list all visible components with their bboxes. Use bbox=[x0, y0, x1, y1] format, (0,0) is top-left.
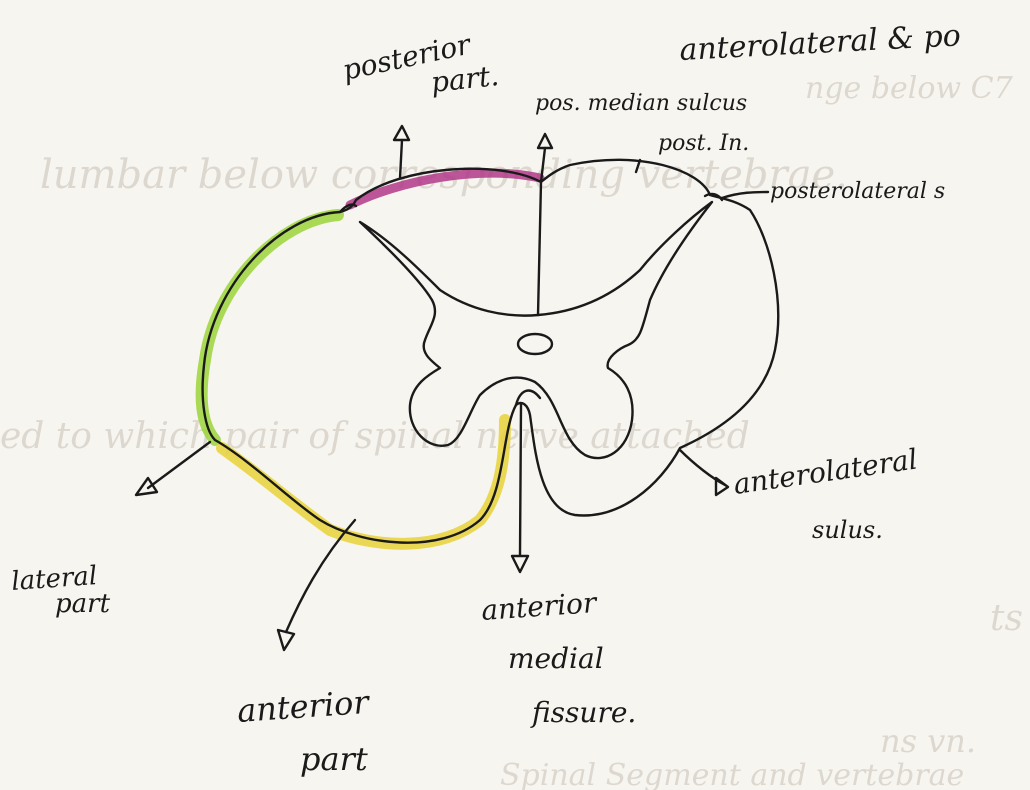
lateral-part-arrowhead bbox=[136, 478, 157, 495]
anterior-part-label: anterior part bbox=[236, 683, 372, 778]
anterolateral-top-label: anterolateral & po bbox=[679, 18, 962, 68]
posterior-median-sulcus-line bbox=[538, 182, 541, 315]
anterior-median-fissure-label-line2: medial bbox=[508, 642, 604, 675]
anterolateral-sulcus-arrowhead bbox=[716, 478, 728, 495]
anterior-part-label-line1: anterior bbox=[236, 683, 372, 730]
anterolateral-sulcus-label-line2: sulus. bbox=[812, 516, 883, 544]
posterior-part-label: posterior part. bbox=[340, 27, 501, 99]
lateral-part-highlight bbox=[202, 215, 338, 440]
bleed-line-3: ed to which pair of spinal nerve attache… bbox=[0, 416, 750, 457]
anterior-part-arrowhead bbox=[278, 630, 294, 650]
pos-median-sulcus-arrowhead bbox=[538, 134, 552, 148]
post-in-label: post. In. bbox=[658, 131, 749, 156]
anterolateral-sulcus-label-line1: anterolateral bbox=[731, 442, 919, 500]
anterior-median-fissure-arrowhead bbox=[512, 556, 528, 572]
central-canal bbox=[518, 334, 552, 354]
anterior-median-fissure-label-line1: anterior bbox=[480, 586, 599, 627]
posterior-part-label-line2: part. bbox=[429, 59, 500, 99]
pos-median-sulcus-label: pos. median sulcus post. In. bbox=[535, 91, 749, 156]
posterolateral-sulcus-label: posterolateral s bbox=[770, 179, 945, 204]
lateral-part-label-line2: part bbox=[55, 589, 111, 619]
pos-median-sulcus-label-text: pos. median sulcus bbox=[535, 91, 747, 116]
bleed-line-5: ns vn. bbox=[880, 722, 976, 760]
anterior-median-fissure-label: anterior medial fissure. bbox=[480, 586, 636, 729]
anterior-part-label-line2: part bbox=[300, 740, 368, 778]
anterolateral-sulcus-label: anterolateral sulus. bbox=[731, 442, 919, 544]
anterior-median-fissure-label-line3: fissure. bbox=[530, 696, 636, 729]
posterior-part-arrowhead bbox=[394, 126, 409, 140]
lateral-part-label: lateral part bbox=[10, 561, 110, 619]
anterior-median-fissure-leader bbox=[520, 405, 521, 555]
bleed-line-4: ts bbox=[990, 598, 1023, 639]
bleed-line-1: nge below C7 bbox=[805, 71, 1014, 106]
bleed-line-6: Spinal Segment and vertebrae bbox=[500, 758, 964, 790]
